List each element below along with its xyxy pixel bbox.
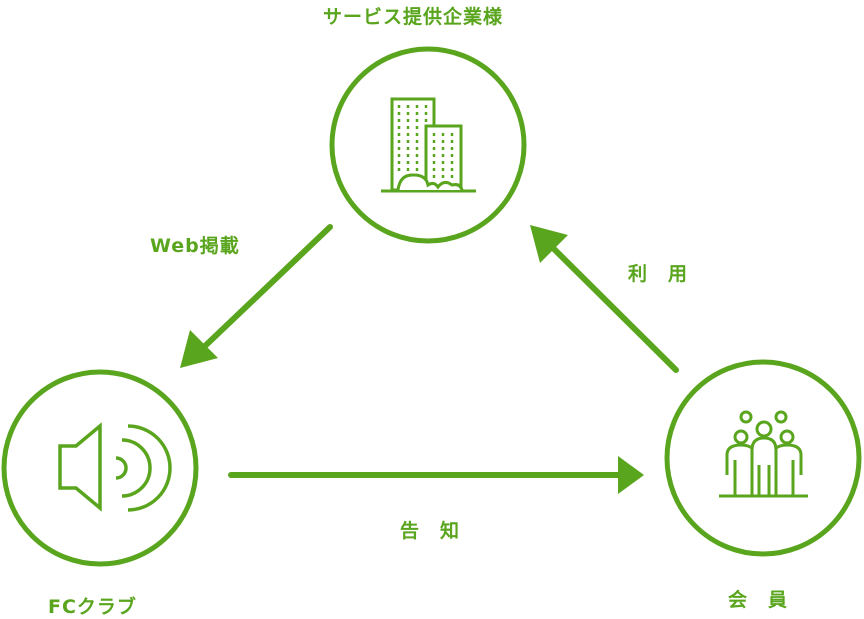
buildings-icon [381,97,476,193]
arrow-company-to-fc [180,224,333,368]
arrow-fc-to-members [228,456,644,494]
web-listing-label: Web掲載 [150,235,240,257]
announce-label: 告 知 [400,520,461,542]
fc-club-label: FCクラブ [48,596,137,618]
fc-club-node-circle [1,369,199,567]
company-label: サービス提供企業様 [323,6,504,28]
members-label: 会 員 [728,589,789,611]
speaker-icon [58,422,172,512]
arrow-members-to-company [530,225,679,373]
members-node-circle [664,359,862,557]
usage-label: 利 用 [628,263,689,285]
company-node-circle [329,46,527,244]
people-icon [719,410,808,498]
